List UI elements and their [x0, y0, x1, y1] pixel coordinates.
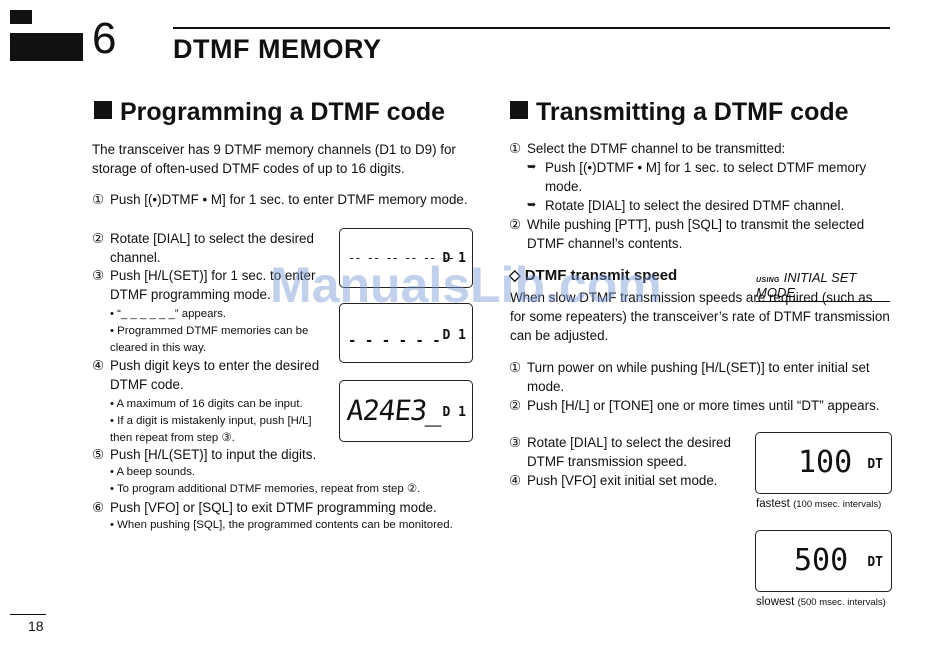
step-number: ②	[92, 231, 105, 246]
chapter-tab-mark	[10, 10, 32, 24]
lcd-main-text: -- -- -- -- -- --	[348, 251, 455, 265]
sub-step-text: Rotate [DIAL] to select the desired DTMF…	[545, 198, 845, 213]
step-text: Push [H/L(SET)] for 1 sec. to enter DTMF…	[110, 268, 316, 302]
step-number: ②	[509, 217, 522, 232]
lcd-display-slowest: 500 DT	[755, 530, 892, 592]
arrow-right-icon: ➥	[527, 161, 537, 173]
step-number: ④	[509, 473, 522, 488]
right-section-title-text: Transmitting a DTMF code	[536, 98, 849, 126]
watermark: ManualsLib.com	[270, 257, 662, 313]
bullet-text: If a digit is mistakenly input, push [H/…	[110, 415, 312, 444]
bullet-text: Programmed DTMF memories can be cleared …	[110, 325, 309, 354]
step-number: ③	[92, 268, 105, 283]
lcd-main-text: 500	[794, 543, 849, 578]
left-step-5: ⑤ Push [H/L(SET)] to input the digits. •…	[92, 445, 475, 498]
slowest-caption: slowest (500 msec. intervals)	[756, 596, 886, 608]
bullet: • A maximum of 16 digits can be input.	[110, 398, 303, 410]
step-text: While pushing [PTT], push [SQL] to trans…	[527, 217, 865, 251]
lcd-main-text: - - - - - -	[348, 333, 441, 349]
speed-step-1: ① Turn power on while pushing [H/L(SET)]…	[509, 358, 891, 396]
sub-step-text: Push [(•)DTMF • M] for 1 sec. to select …	[545, 160, 867, 194]
bullet: • To program additional DTMF memories, r…	[110, 483, 421, 495]
lcd-mode-tag: DT	[867, 457, 883, 472]
speed-step-4: ④ Push [VFO] exit initial set mode.	[509, 471, 749, 490]
step-number: ②	[509, 398, 522, 413]
caption-note: (100 msec. intervals)	[793, 499, 882, 510]
step-text: Push [H/L(SET)] to input the digits.	[110, 447, 317, 462]
step-number: ①	[509, 141, 522, 156]
lcd-main-text: A24E3_	[345, 394, 444, 427]
left-intro: The transceiver has 9 DTMF memory channe…	[92, 142, 456, 176]
header-rule	[173, 27, 890, 29]
step-text: Rotate [DIAL] to select the desired chan…	[110, 231, 314, 265]
lcd-channel-tag: D 1	[442, 251, 466, 266]
mode-label: INITIAL SET MODE	[756, 270, 857, 300]
arrow-right-icon: ➥	[527, 199, 537, 211]
left-section-title: Programming a DTMF code	[94, 97, 445, 127]
lcd-display-programming: - - - - - - D 1	[339, 303, 473, 363]
step-text: Select the DTMF channel to be transmitte…	[527, 141, 786, 156]
left-step-3: ③ Push [H/L(SET)] for 1 sec. to enter DT…	[92, 266, 327, 357]
mode-prefix: USING	[756, 277, 780, 284]
section-square-icon	[510, 101, 528, 119]
right-step-2: ② While pushing [PTT], push [SQL] to tra…	[509, 215, 891, 253]
lcd-channel-tag: D 1	[442, 405, 466, 420]
bullet-text: A maximum of 16 digits can be input.	[116, 398, 303, 410]
step-number: ⑥	[92, 500, 105, 515]
fastest-caption: fastest (100 msec. intervals)	[756, 498, 881, 510]
bullet: • “_ _ _ _ _ _” appears.	[110, 308, 227, 320]
right-step-1: ① Select the DTMF channel to be transmit…	[509, 139, 891, 215]
lcd-display-code-entry: A24E3_ D 1	[339, 380, 473, 442]
speed-intro: When slow DTMF transmission speeds are r…	[510, 290, 890, 343]
subsection-title: ◇ DTMF transmit speed	[509, 267, 678, 284]
step-number: ①	[509, 360, 522, 375]
chapter-title: DTMF MEMORY	[173, 34, 382, 64]
caption-label: slowest	[756, 596, 795, 608]
step-text: Turn power on while pushing [H/L(SET)] t…	[527, 360, 870, 394]
chapter-bar	[10, 33, 83, 61]
caption-note: (500 msec. intervals)	[797, 597, 886, 608]
footer-rule	[10, 614, 46, 615]
bullet: • A beep sounds.	[110, 466, 196, 478]
step-number: ④	[92, 358, 105, 373]
sub-step: ➥ Rotate [DIAL] to select the desired DT…	[527, 196, 891, 215]
step-text: Push [VFO] or [SQL] to exit DTMF program…	[110, 500, 437, 515]
left-step-1: ① Push [(•)DTMF • M] for 1 sec. to enter…	[92, 190, 475, 209]
right-section-title: Transmitting a DTMF code	[510, 97, 849, 127]
left-step-2: ② Rotate [DIAL] to select the desired ch…	[92, 229, 327, 267]
left-step-4: ④ Push digit keys to enter the desired D…	[92, 356, 327, 447]
bullet: • If a digit is mistakenly input, push […	[110, 415, 312, 444]
section-square-icon	[94, 101, 112, 119]
bullet-text: To program additional DTMF memories, rep…	[116, 483, 421, 495]
lcd-main-text: 100	[798, 445, 853, 480]
page-number: 18	[28, 618, 44, 634]
lcd-channel-tag: D 1	[442, 328, 466, 343]
bullet-text: A beep sounds.	[116, 466, 196, 478]
left-step-6: ⑥ Push [VFO] or [SQL] to exit DTMF progr…	[92, 498, 475, 534]
lcd-display-memory-mode: -- -- -- -- -- -- D 1	[339, 228, 473, 288]
step-text: Push [VFO] exit initial set mode.	[527, 473, 718, 488]
lcd-mode-tag: DT	[867, 555, 883, 570]
step-text: Push [(•)DTMF • M] for 1 sec. to enter D…	[110, 192, 468, 207]
step-text: Push digit keys to enter the desired DTM…	[110, 358, 320, 392]
step-number: ①	[92, 192, 105, 207]
speed-step-2: ② Push [H/L] or [TONE] one or more times…	[509, 396, 891, 415]
chapter-number: 6	[92, 14, 117, 63]
step-text: Push [H/L] or [TONE] one or more times u…	[527, 398, 880, 413]
bullet: • When pushing [SQL], the programmed con…	[110, 519, 453, 531]
step-number: ⑤	[92, 447, 105, 462]
sub-step: ➥ Push [(•)DTMF • M] for 1 sec. to selec…	[527, 158, 891, 196]
speed-step-3: ③ Rotate [DIAL] to select the desired DT…	[509, 433, 749, 471]
lcd-display-fastest: 100 DT	[755, 432, 892, 494]
step-number: ③	[509, 435, 522, 450]
left-section-title-text: Programming a DTMF code	[120, 98, 446, 126]
bullet-text: “_ _ _ _ _ _” appears.	[117, 308, 227, 320]
bullet-text: When pushing [SQL], the programmed conte…	[117, 519, 453, 531]
step-text: Rotate [DIAL] to select the desired DTMF…	[527, 435, 731, 469]
bullet: • Programmed DTMF memories can be cleare…	[110, 325, 309, 354]
caption-label: fastest	[756, 498, 790, 510]
